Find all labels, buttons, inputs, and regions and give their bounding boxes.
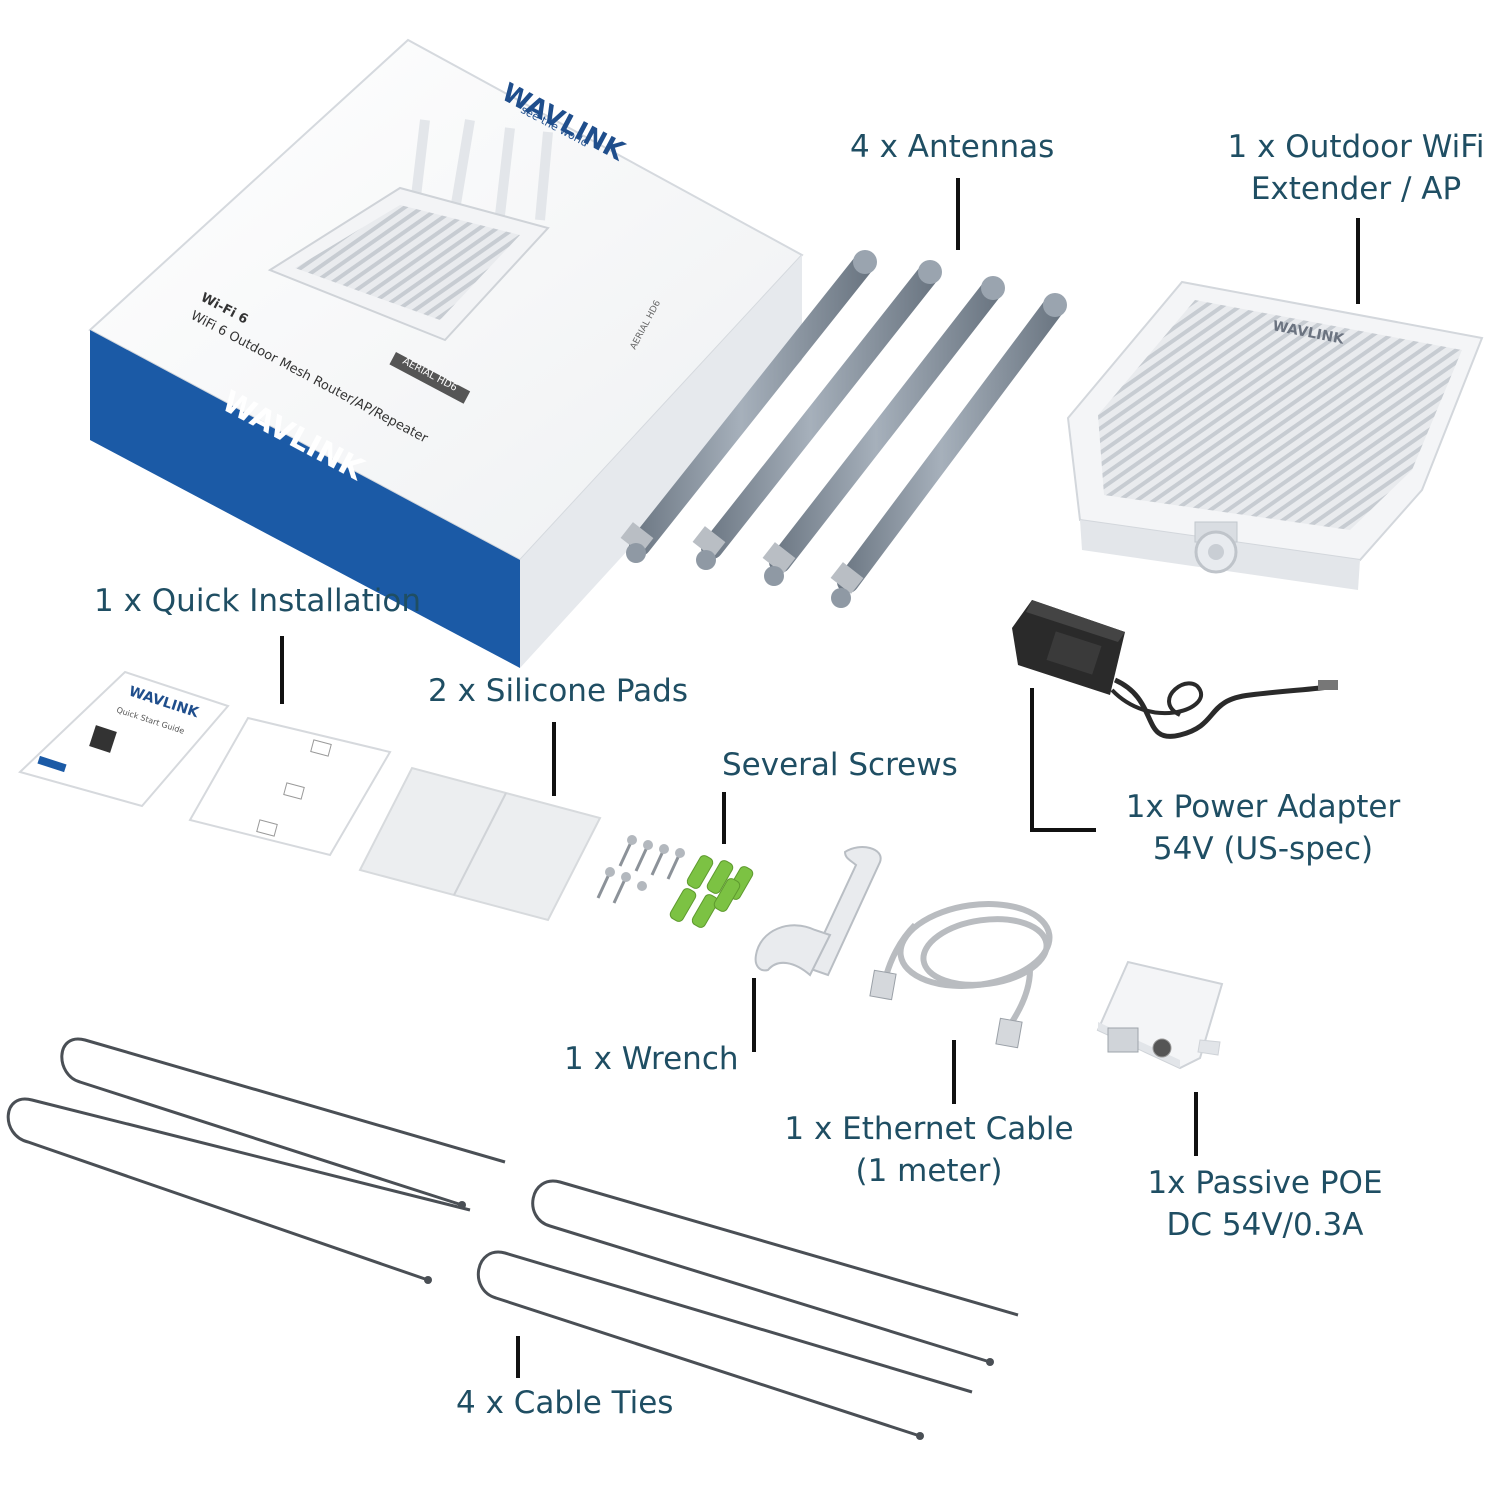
label-ethernet: 1 x Ethernet Cable (1 meter) — [774, 1108, 1084, 1192]
label-ethernet-line1: 1 x Ethernet Cable — [784, 1111, 1074, 1147]
leader-line-cable-ties — [516, 1336, 520, 1378]
screws — [596, 835, 754, 928]
leader-line-ethernet — [952, 1040, 956, 1104]
label-cable-ties: 4 x Cable Ties — [456, 1382, 673, 1424]
leader-line-screws — [722, 792, 726, 844]
label-power-adapter-line2: 54V (US-spec) — [1152, 831, 1374, 867]
label-quick-install: 1 x Quick Installation — [94, 580, 421, 622]
label-antennas: 4 x Antennas — [850, 126, 1054, 168]
leader-line-quick-install — [280, 636, 284, 704]
label-cable-ties-text: 4 x Cable Ties — [456, 1385, 674, 1421]
product-box — [88, 38, 804, 668]
label-power-adapter-line1: 1x Power Adapter — [1125, 789, 1401, 825]
antenna — [830, 293, 1067, 608]
label-extender: 1 x Outdoor WiFi Extender / AP — [1222, 126, 1490, 210]
antenna — [762, 276, 1005, 586]
label-wrench: 1 x Wrench — [564, 1038, 739, 1080]
silicone-pads — [358, 766, 602, 922]
leader-line-power-adapter-horizontal — [1030, 828, 1096, 832]
cable-ties — [6, 1037, 1019, 1438]
label-poe-line1: 1x Passive POE — [1147, 1165, 1383, 1201]
leader-line-power-adapter-vertical — [1030, 688, 1034, 832]
passive-poe-injector — [1096, 960, 1224, 1070]
label-power-adapter: 1x Power Adapter 54V (US-spec) — [1108, 786, 1418, 870]
leader-line-poe — [1194, 1092, 1198, 1156]
antennas — [620, 250, 1067, 608]
wrench — [754, 846, 882, 977]
antenna — [620, 250, 877, 563]
leader-line-silicone-pads — [552, 722, 556, 796]
label-screws-text: Several Screws — [722, 747, 958, 783]
box-device-image — [267, 119, 553, 342]
label-ethernet-line2: (1 meter) — [855, 1153, 1003, 1189]
label-wrench-text: 1 x Wrench — [564, 1041, 739, 1077]
label-antennas-text: 4 x Antennas — [850, 129, 1055, 165]
antenna — [692, 260, 942, 570]
leader-line-extender — [1356, 218, 1360, 304]
leader-line-wrench — [752, 978, 756, 1052]
quick-installation-guide — [18, 670, 392, 857]
label-extender-line1: 1 x Outdoor WiFi — [1227, 129, 1485, 165]
label-silicone-pads: 2 x Silicone Pads — [428, 670, 688, 712]
ethernet-cable — [882, 901, 1053, 1027]
ethernet-connectors — [869, 969, 1023, 1049]
outdoor-wifi-extender — [1066, 280, 1484, 590]
cable-tie-ends — [424, 1201, 994, 1440]
leader-line-antennas — [956, 178, 960, 250]
label-poe: 1x Passive POE DC 54V/0.3A — [1130, 1162, 1400, 1246]
label-silicone-pads-text: 2 x Silicone Pads — [428, 673, 689, 709]
label-screws: Several Screws — [722, 744, 958, 786]
power-adapter — [1012, 600, 1338, 739]
label-quick-install-text: 1 x Quick Installation — [94, 583, 421, 619]
label-poe-line2: DC 54V/0.3A — [1166, 1207, 1364, 1243]
label-extender-line2: Extender / AP — [1250, 171, 1462, 207]
